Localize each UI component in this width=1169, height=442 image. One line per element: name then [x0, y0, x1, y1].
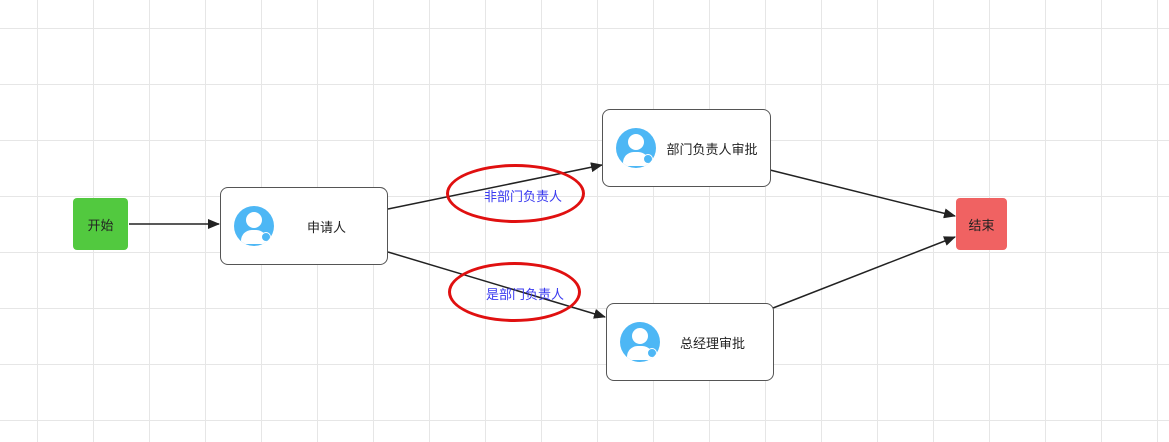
edge-dept-approval-to-end[interactable]: [769, 169, 956, 219]
user-avatar-icon: [616, 128, 656, 168]
end-node-label: 结束: [968, 218, 995, 234]
gm-approval-node[interactable]: 总经理审批: [606, 303, 774, 381]
red-highlight-ellipse: [448, 262, 581, 322]
user-avatar-icon: [234, 206, 274, 246]
user-avatar-icon: [620, 322, 660, 362]
dept-approval-node[interactable]: 部门负责人审批: [602, 109, 771, 187]
start-node-label: 开始: [87, 218, 114, 234]
dept-approval-node-label: 部门负责人审批: [666, 142, 758, 158]
applicant-node[interactable]: 申请人: [220, 187, 388, 265]
end-node[interactable]: 结束: [956, 198, 1007, 250]
gm-approval-node-label: 总经理审批: [679, 336, 745, 352]
applicant-node-label: 申请人: [306, 220, 346, 236]
start-node[interactable]: 开始: [73, 198, 128, 250]
edge-gm-approval-to-end[interactable]: [772, 236, 956, 309]
red-highlight-ellipse: [446, 164, 585, 223]
